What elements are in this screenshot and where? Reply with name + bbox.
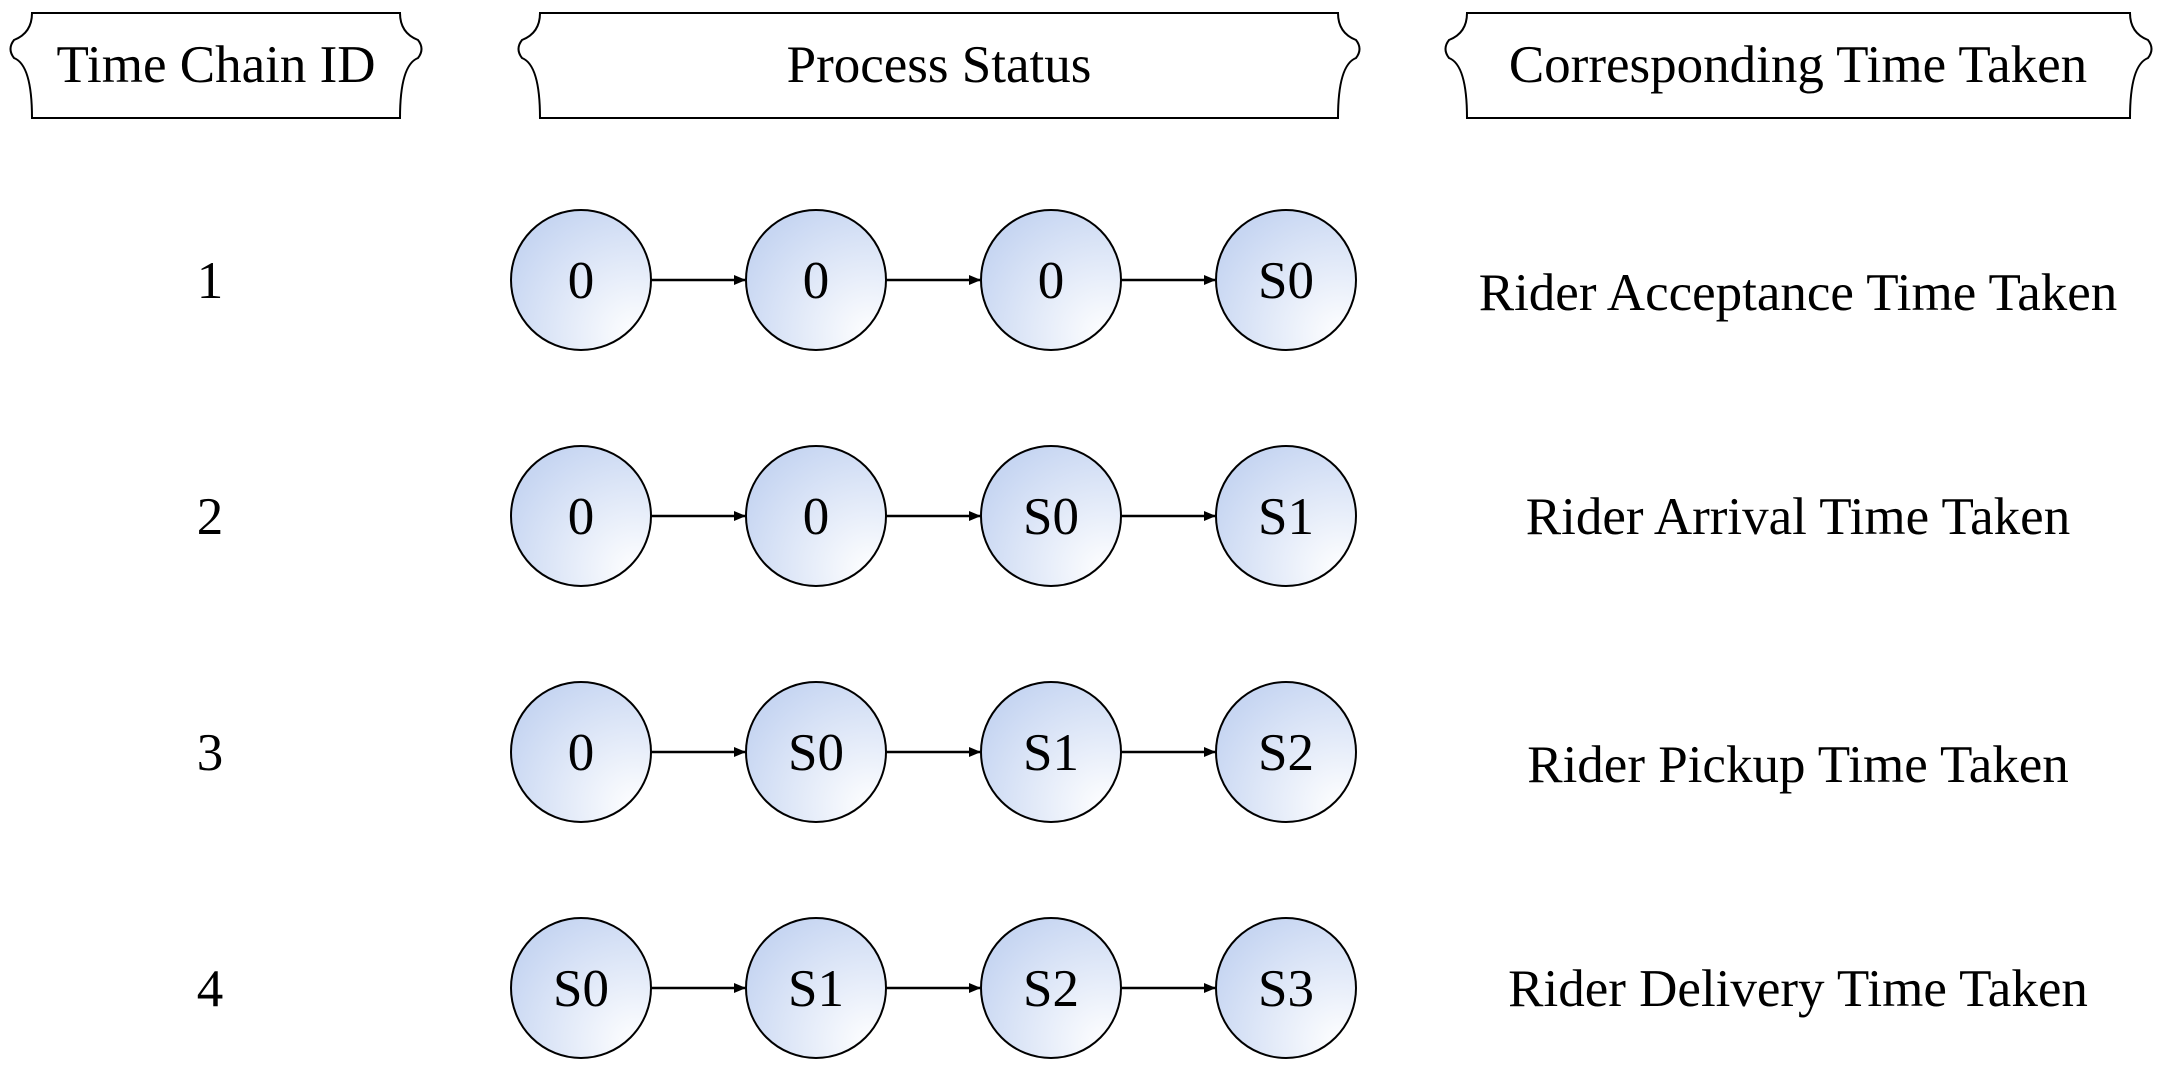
state-label: 0 (803, 488, 830, 546)
state-label: 0 (568, 252, 595, 310)
state-label: S0 (553, 960, 609, 1018)
state-node (745, 681, 887, 823)
header-id-label: Time Chain ID (56, 36, 375, 94)
state-node (745, 209, 887, 351)
header-process: Process Status (517, 12, 1361, 119)
state-label: S1 (1258, 488, 1314, 546)
time-label: Rider Pickup Time Taken (1527, 736, 2069, 794)
state-node (1215, 209, 1357, 351)
state-node (980, 681, 1122, 823)
state-label: S0 (1258, 252, 1314, 310)
state-label: S0 (1023, 488, 1079, 546)
state-node (1215, 917, 1357, 1059)
state-node (510, 917, 652, 1059)
state-label: 0 (803, 252, 830, 310)
time-label: Rider Delivery Time Taken (1508, 960, 2088, 1018)
header-time-banner (1444, 12, 2153, 119)
state-label: S3 (1258, 960, 1314, 1018)
state-node (745, 445, 887, 587)
time-label: Rider Arrival Time Taken (1526, 488, 2070, 546)
header-time-label: Corresponding Time Taken (1509, 36, 2087, 94)
state-node (510, 445, 652, 587)
state-node (1215, 681, 1357, 823)
chain-row: 1 0 0 0 S0 Rider Acceptance Time Taken (197, 209, 2118, 351)
state-label: 0 (1038, 252, 1065, 310)
time-label: Rider Acceptance Time Taken (1479, 264, 2118, 322)
state-node (980, 445, 1122, 587)
state-label: S1 (1023, 724, 1079, 782)
header-id-banner (9, 12, 423, 119)
state-label: 0 (568, 488, 595, 546)
state-label: S2 (1023, 960, 1079, 1018)
chain-id: 2 (197, 488, 224, 546)
chain-row: 2 0 0 S0 S1 Rider Arrival Time Taken (197, 445, 2070, 587)
state-node (510, 209, 652, 351)
chain-row: 3 0 S0 S1 S2 Rider Pickup Time Taken (197, 681, 2069, 823)
state-node (510, 681, 652, 823)
state-node (1215, 445, 1357, 587)
state-node (980, 917, 1122, 1059)
state-label: S1 (788, 960, 844, 1018)
header-process-banner (517, 12, 1361, 119)
state-node (980, 209, 1122, 351)
state-label: S0 (788, 724, 844, 782)
chain-id: 3 (197, 724, 224, 782)
chain-id: 1 (197, 252, 224, 310)
header-id: Time Chain ID (9, 12, 423, 119)
chain-row: 4 S0 S1 S2 S3 Rider Delivery Time Taken (197, 917, 2088, 1059)
state-node (745, 917, 887, 1059)
chain-id: 4 (197, 960, 224, 1018)
header-process-label: Process Status (787, 36, 1092, 94)
state-label: S2 (1258, 724, 1314, 782)
state-label: 0 (568, 724, 595, 782)
header-time: Corresponding Time Taken (1444, 12, 2153, 119)
